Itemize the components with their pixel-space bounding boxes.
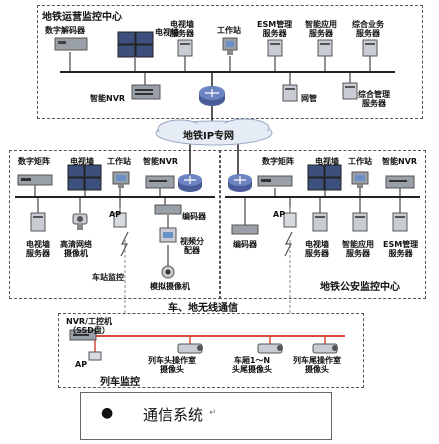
ops-center-title: 地铁运营监控中心: [42, 12, 122, 23]
ap-icon: [113, 207, 127, 228]
video-wall-icon: [307, 164, 342, 191]
matrix-icon: [257, 175, 293, 187]
police-box: [219, 150, 426, 299]
smart-nvr-label: 智能NVR: [90, 94, 126, 103]
ip-network-cloud-icon: [155, 118, 273, 146]
ap-icon: [283, 207, 297, 228]
station-ap-label: AP: [109, 210, 122, 219]
station-matrix-label: 数字矩阵: [18, 157, 50, 166]
camera-icon: [177, 343, 203, 354]
router-icon: [228, 174, 252, 192]
server-icon: [342, 82, 358, 100]
router-icon: [199, 86, 225, 106]
station-box: [9, 150, 221, 299]
server-icon: [317, 39, 333, 57]
camera-icon: [257, 343, 283, 354]
workstation-icon: [351, 171, 369, 188]
station-splitter-label: 视频分 配器: [180, 237, 204, 255]
server-icon: [312, 212, 328, 232]
ops-center-box: [37, 5, 423, 119]
police-center-title: 地铁公安监控中心: [320, 282, 400, 293]
nvr-icon: [69, 329, 97, 341]
station-encoder-label: 编码器: [182, 212, 206, 221]
server-icon: [362, 39, 378, 57]
car-cam-label: 车厢1～N 头尾摄像头: [232, 356, 272, 374]
caption-mark: ↵: [209, 408, 217, 418]
caption-bullet: ●: [101, 405, 114, 421]
encoder-icon: [231, 224, 259, 235]
wall-server-label: 电视墙 服务器: [170, 20, 194, 38]
server-icon: [282, 84, 298, 102]
nvr-icon: [131, 84, 161, 100]
hd-camera-icon: [72, 213, 88, 230]
train-nvr-label: NVR/工控机 （SSD盘）: [66, 317, 112, 335]
police-workstation-label: 工作站: [348, 157, 372, 166]
workstation-label: 工作站: [217, 26, 241, 35]
police-esm-server-label: ESM管理 服务器: [383, 240, 419, 258]
video-wall-icon: [67, 164, 102, 191]
server-icon: [267, 39, 283, 57]
workstation-icon: [222, 37, 238, 55]
analog-camera-icon: [161, 265, 175, 279]
analog-camera-label: 模拟摄像机: [150, 282, 190, 291]
gateway-label: 网管: [301, 94, 317, 103]
station-nvr-label: 智能NVR: [143, 157, 179, 166]
digital-decoder-label: 数字解码器: [45, 26, 85, 35]
train-ap-label: AP: [75, 360, 88, 369]
lightning-icon: [284, 231, 293, 257]
camera-icon: [312, 343, 338, 354]
video-wall-icon: [117, 31, 154, 58]
hd-camera-label: 高清网络 摄像机: [60, 240, 92, 258]
decoder-icon: [54, 37, 88, 51]
mgmt-server-label: 综合管理 服务器: [358, 90, 390, 108]
biz-server-label: 综合业务 服务器: [352, 20, 384, 38]
esm-server-label: ESM管理 服务器: [257, 20, 293, 38]
station-workstation-label: 工作站: [107, 157, 131, 166]
video-wall-label: 电视墙: [155, 28, 179, 37]
splitter-icon: [159, 227, 177, 243]
matrix-icon: [17, 174, 53, 186]
server-icon: [352, 212, 368, 232]
nvr-icon: [145, 175, 175, 189]
police-nvr-label: 智能NVR: [382, 157, 418, 166]
police-app-server-label: 智能应用 服务器: [342, 240, 374, 258]
server-icon: [392, 212, 408, 232]
router-icon: [178, 174, 202, 192]
server-icon: [177, 39, 193, 57]
train-monitor-title: 列车监控: [100, 377, 140, 388]
tail-cam-label: 列车尾操作室 摄像头: [293, 356, 341, 374]
police-encoder-label: 编码器: [233, 240, 257, 249]
police-ap-label: AP: [273, 210, 286, 219]
police-video-wall-label: 电视墙: [315, 157, 339, 166]
station-monitor-label: 车站监控: [92, 273, 124, 282]
wireless-title: 车、地无线通信: [168, 303, 238, 314]
workstation-icon: [112, 171, 130, 188]
ap-icon: [88, 351, 102, 361]
police-wall-server-label: 电视墙 服务器: [305, 240, 329, 258]
server-icon: [30, 212, 46, 232]
app-server-label: 智能应用 服务器: [305, 20, 337, 38]
caption-box: ● 通信系统 ↵: [80, 392, 332, 440]
lightning-icon: [120, 231, 129, 257]
police-matrix-label: 数字矩阵: [262, 157, 294, 166]
caption-text: 通信系统: [143, 406, 204, 424]
station-video-wall-label: 电视墙: [70, 157, 94, 166]
ip-network-title: 地铁IP专网: [183, 131, 235, 142]
encoder-icon: [154, 204, 182, 215]
nvr-icon: [385, 175, 415, 189]
station-wall-server-label: 电视墙 服务器: [26, 240, 50, 258]
head-cam-label: 列车头操作室 摄像头: [148, 356, 196, 374]
train-box: [58, 313, 364, 388]
